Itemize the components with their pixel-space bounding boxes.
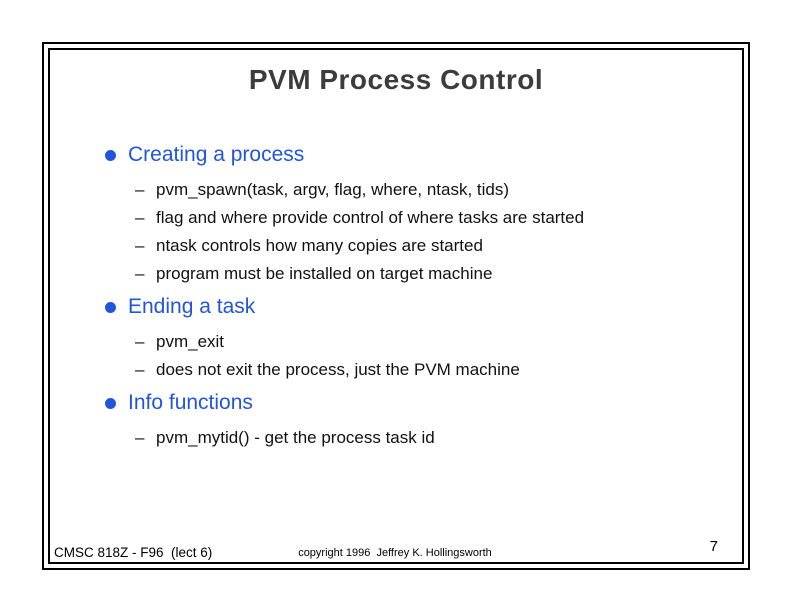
sub-bullet-text: flag and where provide control of where … (156, 208, 585, 227)
section-heading: Ending a task (128, 295, 256, 318)
sub-bullet-text: pvm_mytid() - get the process task id (156, 428, 435, 447)
sub-bullet-text: pvm_spawn(task, argv, flag, where, ntask… (156, 180, 510, 199)
section-ending-a-task: Ending a task – pvm_exit – does not exit… (105, 294, 722, 384)
dash-bullet-icon: – (135, 264, 145, 283)
footer-copyright: copyright 1996 Jeffrey K. Hollingsworth (298, 547, 492, 559)
section-heading: Info functions (128, 391, 253, 414)
sub-bullet-item: – pvm_spawn(task, argv, flag, where, nta… (135, 176, 722, 204)
sub-bullet-item: – program must be installed on target ma… (135, 260, 722, 288)
page-number: 7 (709, 538, 718, 555)
bullet-dot-icon (105, 301, 116, 313)
section-heading: Creating a process (128, 143, 305, 166)
section-info-functions: Info functions – pvm_mytid() - get the p… (105, 390, 722, 452)
slide-outer-frame: PVM Process Control Creating a process –… (42, 42, 750, 570)
sub-bullet-text: pvm_exit (156, 332, 225, 351)
sub-bullet-item: – flag and where provide control of wher… (135, 204, 722, 232)
sub-bullet-text: ntask controls how many copies are start… (156, 236, 483, 255)
dash-bullet-icon: – (135, 180, 145, 199)
bullet-dot-icon (105, 397, 116, 409)
dash-bullet-icon: – (135, 332, 145, 351)
sub-bullet-item: – pvm_exit (135, 328, 722, 356)
dash-bullet-icon: – (135, 208, 145, 227)
sub-bullet-text: does not exit the process, just the PVM … (156, 360, 520, 379)
slide-footer: CMSC 818Z - F96 (lect 6) copyright 1996 … (54, 538, 736, 561)
dash-bullet-icon: – (135, 236, 145, 255)
dash-bullet-icon: – (135, 428, 145, 447)
bullet-heading: Ending a task (105, 294, 722, 320)
dash-bullet-icon: – (135, 360, 145, 379)
bullet-dot-icon (105, 149, 116, 161)
sub-bullet-item: – ntask controls how many copies are sta… (135, 232, 722, 260)
slide-title: PVM Process Control (248, 64, 544, 95)
footer-course-label: CMSC 818Z - F96 (lect 6) (54, 545, 213, 560)
slide-body: Creating a process – pvm_spawn(task, arg… (105, 142, 722, 458)
sub-bullet-item: – does not exit the process, just the PV… (135, 356, 722, 384)
bullet-heading: Info functions (105, 390, 722, 416)
sub-bullet-text: program must be installed on target mach… (156, 264, 493, 283)
sub-bullet-item: – pvm_mytid() - get the process task id (135, 424, 722, 452)
slide-inner-frame: PVM Process Control Creating a process –… (48, 48, 744, 564)
bullet-heading: Creating a process (105, 142, 722, 168)
section-creating-a-process: Creating a process – pvm_spawn(task, arg… (105, 142, 722, 288)
